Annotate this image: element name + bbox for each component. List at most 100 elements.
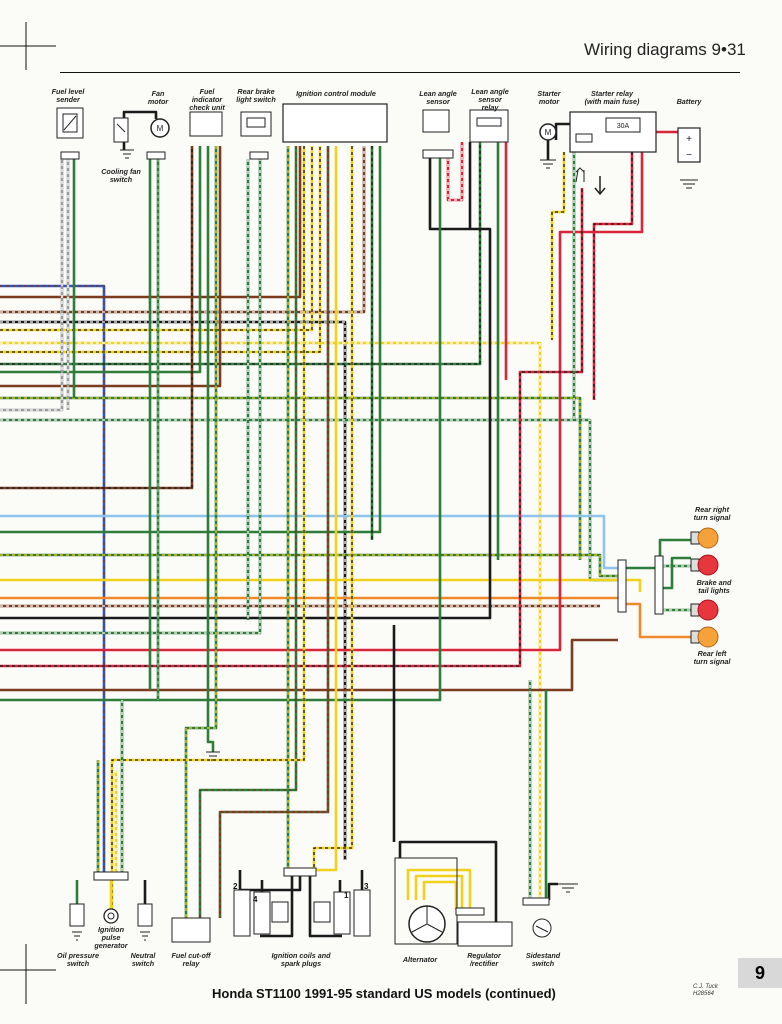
rear-brake-light-switch (240, 111, 272, 160)
wire-69 (398, 840, 498, 922)
wire-8-stripe (0, 142, 481, 365)
wire-25 (0, 638, 618, 692)
wire-36-stripe (199, 146, 297, 918)
regulator-rectifier (455, 907, 513, 947)
wire-5-stripe (0, 146, 313, 331)
wire-4-stripe (0, 321, 346, 860)
plug-number-3: 3 (364, 882, 369, 891)
main-fuse-rating: 30A (617, 123, 630, 130)
wire-55 (626, 602, 691, 639)
oil-pressure-switch (69, 903, 85, 941)
neutral-switch (137, 903, 153, 941)
plug-number-2: 2 (233, 882, 238, 891)
wire-12-stripe (0, 159, 63, 411)
tail-light-bulb (690, 599, 719, 621)
wire-24-stripe (0, 188, 583, 667)
wire-39 (308, 146, 338, 872)
wire-56 (663, 556, 691, 590)
wire-63 (238, 870, 302, 892)
wire-67 (260, 876, 294, 938)
wire-71 (414, 874, 464, 908)
page-title: Wiring diagrams 9•31 (584, 40, 746, 59)
wire-32 (206, 146, 215, 752)
header-rule (60, 72, 740, 73)
wire-4 (0, 320, 347, 860)
credit-line-1: C.J. Tuck (693, 984, 718, 990)
wire-14-stripe (0, 146, 193, 489)
wire-47 (554, 122, 570, 140)
wire-5 (0, 146, 314, 332)
wire-2 (0, 146, 302, 299)
brake-light-bulb (690, 554, 719, 576)
rear-lights-connector (617, 555, 664, 615)
rear-left-turn-signal-bulb (690, 626, 719, 648)
wire-9 (0, 146, 202, 374)
wire-16 (0, 146, 382, 534)
ignition-pulse-generator (103, 908, 119, 924)
diagram-caption: Honda ST1100 1991-95 standard US models … (212, 986, 556, 1001)
lean-angle-sensor-relay (469, 109, 509, 143)
wire-6-stripe (0, 342, 541, 898)
wire-15 (0, 514, 618, 570)
wire-40-stripe (313, 146, 353, 868)
wire-49 (550, 152, 566, 340)
wire-52 (626, 538, 691, 570)
wire-26 (0, 158, 442, 702)
wire-23 (0, 152, 644, 652)
wire-11 (0, 396, 582, 560)
starter-relay: 30A (569, 111, 657, 196)
fuel-indicator-check-unit (189, 111, 223, 137)
pulse-connector (93, 871, 129, 881)
label-regulator-rectifier: Regulator/rectifier (467, 951, 502, 968)
wire-49-stripe (551, 152, 565, 340)
wire-37-stripe (111, 146, 305, 909)
sidestand-switch (522, 883, 578, 938)
fuel-level-sender (56, 107, 84, 160)
wire-72 (422, 880, 458, 910)
label-ignition-control-module: Ignition control module (296, 89, 376, 98)
wire-38-stripe (219, 146, 329, 918)
wire-42-stripe (447, 142, 463, 201)
wire-1-stripe (0, 285, 105, 872)
component-layer: M M (56, 103, 719, 947)
plug-number-1: 1 (344, 891, 349, 900)
fuel-cutoff-relay (171, 917, 211, 943)
starter-motor-icon: M (539, 123, 557, 169)
crop-mark-bottom-left (0, 944, 56, 1004)
battery-plus: + (686, 134, 692, 145)
label-alternator: Alternator (402, 955, 439, 964)
fan-motor-icon: M (146, 118, 170, 160)
crop-mark-top-left (0, 22, 56, 70)
wire-22-stripe (0, 159, 261, 634)
wire-17 (0, 553, 618, 578)
wire-68 (308, 876, 342, 938)
alternator (394, 857, 458, 945)
wire-11-stripe (0, 397, 581, 560)
fan-motor-symbol: M (157, 124, 164, 133)
wire-21 (0, 158, 492, 620)
starter-motor-symbol: M (545, 128, 552, 137)
ignition-coils (233, 867, 371, 937)
wire-6 (0, 341, 542, 898)
battery-icon: + − (677, 127, 701, 189)
wire-17-stripe (0, 554, 618, 577)
credit-line-2: H28564 (693, 991, 715, 997)
